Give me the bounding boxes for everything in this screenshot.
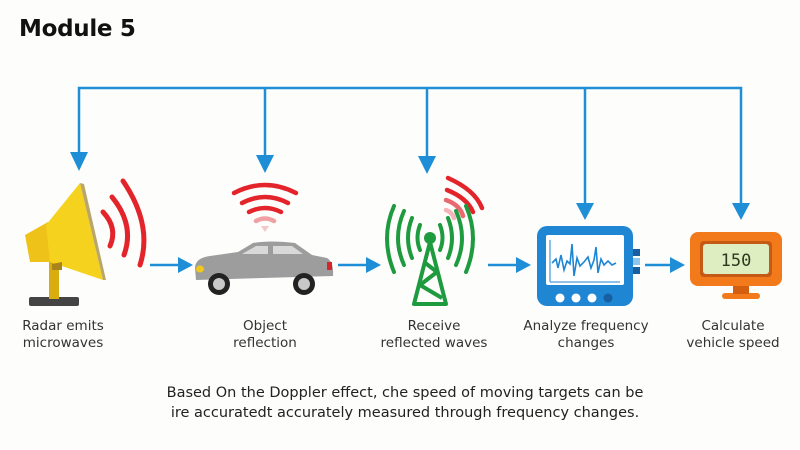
step-label-line: Radar emits xyxy=(22,318,104,334)
arrow-down-icon xyxy=(576,203,594,220)
radar-horn-icon xyxy=(25,178,147,306)
antenna-tower-icon xyxy=(385,175,485,306)
down-arrowheads xyxy=(70,152,750,220)
step-label-line: vehicle speed xyxy=(686,335,780,351)
arrow-right-icon xyxy=(516,257,531,273)
waveform-monitor-icon xyxy=(537,226,640,306)
step-label-line: Analyze frequency xyxy=(523,318,649,334)
speed-readout: 150 xyxy=(721,251,752,271)
arrow-down-icon xyxy=(418,156,436,174)
step-label-line: microwaves xyxy=(22,335,104,351)
step-arrows xyxy=(150,257,685,273)
page-title: Module 5 xyxy=(19,16,136,42)
arrow-right-icon xyxy=(670,257,685,273)
car-icon xyxy=(195,182,334,295)
caption-line: Based On the Doppler effect, che speed o… xyxy=(166,385,644,401)
arrow-right-icon xyxy=(178,257,193,273)
top-feedback-connector xyxy=(77,86,743,205)
step-label-calculate: Calculate vehicle speed xyxy=(658,318,800,352)
arrow-down-icon xyxy=(70,152,88,171)
step-label-radar: Radar emits microwaves xyxy=(0,318,138,352)
step-label-analyze: Analyze frequency changes xyxy=(511,318,661,352)
step-label-line: reflection xyxy=(233,335,297,351)
step-label-line: changes xyxy=(557,335,615,351)
step-label-line: Receive xyxy=(407,318,461,334)
caption-line: ire accuratedt accurately measured throu… xyxy=(170,405,640,421)
step-label-line: reflected waves xyxy=(380,335,488,351)
step-label-line: Object xyxy=(243,318,287,334)
speed-display-icon xyxy=(690,232,782,299)
arrow-down-icon xyxy=(732,203,750,220)
step-label-object: Object reflection xyxy=(190,318,340,352)
caption: Based On the Doppler effect, che speed o… xyxy=(150,383,660,423)
step-label-receive: Receive reflected waves xyxy=(359,318,509,352)
arrow-down-icon xyxy=(256,155,274,173)
arrow-right-icon xyxy=(366,257,381,273)
step-label-line: Calculate xyxy=(701,318,765,334)
